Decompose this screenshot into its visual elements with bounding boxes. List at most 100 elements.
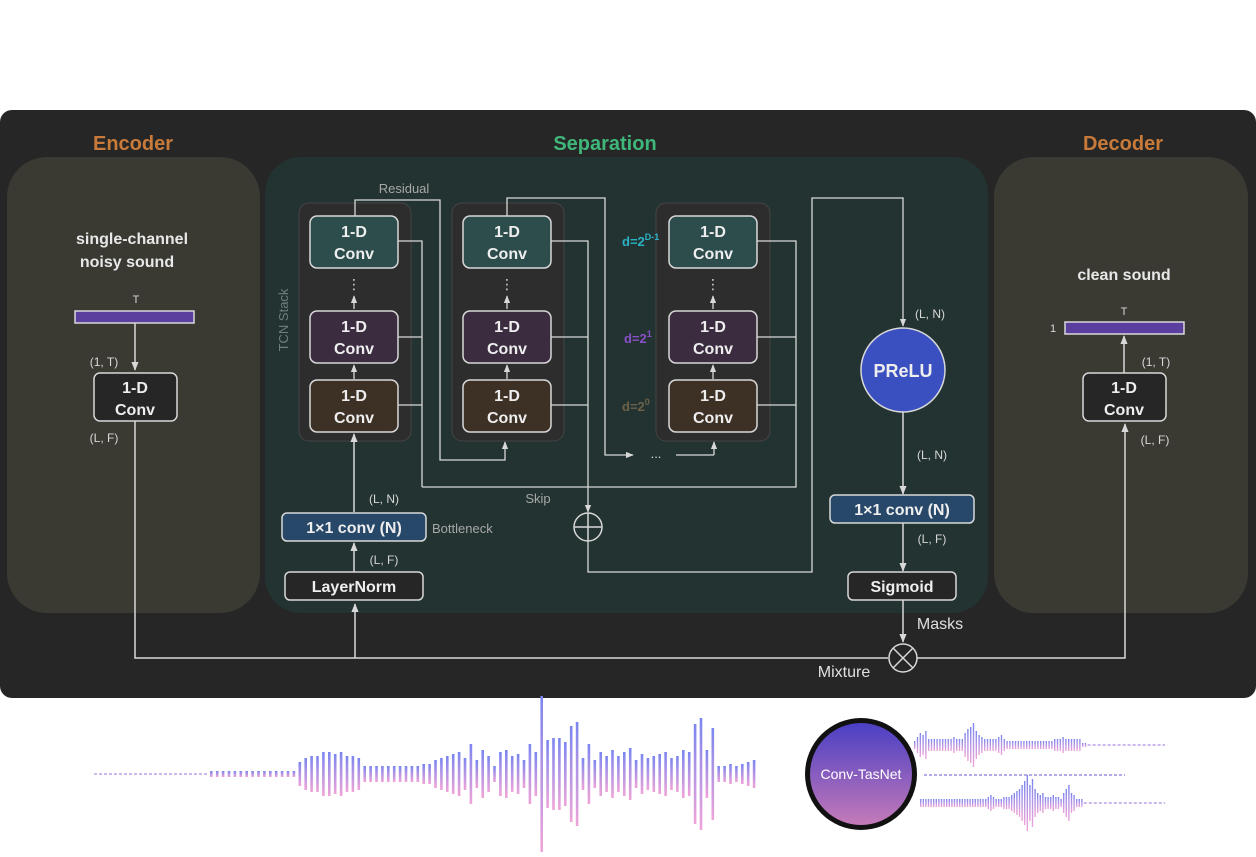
waveform-bar	[451, 754, 455, 794]
stackn-conv-mid-l2: Conv	[693, 341, 733, 358]
waveform-bar	[1034, 789, 1036, 817]
waveform-bar	[1076, 799, 1078, 807]
dilation-label-top: d=2D-1	[622, 232, 659, 249]
stackn-conv-top-l1: 1-D	[700, 224, 726, 241]
waveform-bar	[457, 752, 461, 796]
bottleneck-block	[281, 512, 427, 542]
waveform-bar	[746, 762, 750, 786]
waveform-bar	[946, 799, 948, 807]
bottleneck-block-label: 1×1 conv (N)	[306, 520, 402, 537]
waveform-bar	[1055, 797, 1057, 809]
stack1-conv-top-l1: 1-D	[341, 224, 367, 241]
waveform-bar	[928, 739, 930, 751]
waveform-bar	[1062, 737, 1064, 753]
waveform-bar	[1003, 797, 1005, 809]
waveform-bar	[392, 766, 396, 782]
waveform-bar	[947, 739, 949, 751]
waveform-bar	[1070, 739, 1073, 751]
output-conv-block	[829, 494, 975, 524]
stack1-conv-bot-l2: Conv	[334, 410, 374, 427]
waveform-bar	[717, 766, 720, 782]
waveform-bar	[1037, 793, 1039, 813]
waveform-bar	[1003, 739, 1005, 751]
waveform-bar	[1008, 797, 1010, 809]
skip-sum-to-prelu	[587, 197, 904, 573]
waveform-bar	[992, 797, 995, 809]
waveform-bar	[989, 739, 991, 751]
waveform-bar	[1042, 741, 1045, 749]
waveform-bar	[1021, 785, 1023, 821]
stack2-conv-top	[462, 215, 552, 269]
output-waveform-1	[914, 723, 1165, 767]
stack1-conv-bot-l1: 1-D	[341, 388, 367, 405]
stack2-conv-top-l2: Conv	[487, 246, 527, 263]
waveform-bar	[322, 752, 325, 796]
waveform-bar	[974, 799, 976, 807]
encoder-input-line2: noisy sound	[80, 254, 174, 271]
waveform-bar	[1084, 743, 1087, 747]
stackn-conv-mid-l1: 1-D	[700, 319, 726, 336]
waveform-bar	[930, 799, 932, 807]
waveform-bar	[995, 799, 997, 807]
waveform-bar	[930, 739, 933, 751]
stackn-conv-mid	[668, 310, 758, 364]
waveform-bar	[676, 756, 679, 792]
waveform-bar	[634, 760, 638, 788]
multiply-to-decoder-path	[917, 423, 1129, 659]
skip-line-na	[422, 240, 797, 488]
residual-path-2	[506, 197, 634, 459]
mixture-label: Mixture	[818, 664, 871, 681]
waveform-bar	[499, 752, 502, 796]
layernorm-block	[284, 571, 424, 601]
waveform-bar	[1042, 793, 1044, 813]
waveform-bar	[1063, 793, 1065, 813]
waveform-bar	[540, 696, 543, 852]
stackn-conv-top-l2: Conv	[693, 246, 733, 263]
shape-conv-out: (L, F)	[918, 532, 947, 546]
waveform-bar	[1017, 741, 1019, 749]
waveform-bar	[575, 722, 579, 826]
waveform-bar	[699, 718, 703, 830]
waveform-bar	[357, 758, 361, 790]
waveform-bar	[1012, 741, 1014, 749]
shape-layernorm: (L, F)	[370, 553, 399, 567]
waveform-bar	[328, 752, 331, 796]
waveform-bar	[1056, 739, 1059, 751]
dilation-top-exp: D-1	[645, 232, 660, 242]
waveform-bar	[711, 728, 715, 820]
decoder-output-label: clean sound	[1077, 267, 1170, 284]
waveform-bar	[1047, 797, 1049, 809]
waveform-bar	[953, 737, 955, 753]
waveform-bar	[735, 766, 738, 782]
waveform-bar	[292, 771, 296, 777]
encoder-t-label: T	[133, 294, 140, 306]
waveform-bar	[1039, 795, 1041, 811]
residual-label: Residual	[379, 181, 430, 196]
sigmoid-label: Sigmoid	[870, 579, 933, 596]
waveform-bar	[522, 760, 526, 788]
waveform-bar	[375, 766, 378, 782]
waveform-bar	[1034, 741, 1036, 749]
waveform-bar	[1028, 741, 1031, 749]
stackn-conv-bot-l1: 1-D	[700, 388, 726, 405]
stackn-conv-bot-l2: Conv	[693, 410, 733, 427]
encoder-input-signal	[74, 310, 195, 324]
waveform-bar	[723, 766, 726, 782]
waveform-bar	[493, 766, 496, 782]
stack1-conv-mid	[309, 310, 399, 364]
waveform-bar	[964, 799, 966, 807]
waveform-bar	[534, 752, 538, 796]
waveform-bar	[992, 739, 994, 751]
waveform-bar	[953, 799, 956, 807]
waveform-bar	[938, 799, 940, 807]
waveform-bar	[387, 766, 390, 782]
waveform-bar	[958, 739, 961, 751]
waveform-bar	[652, 756, 656, 792]
waveform-bar	[298, 762, 302, 786]
shape-bottleneck: (L, N)	[369, 492, 399, 506]
encoder-input-line1: single-channel	[76, 231, 188, 248]
mixture-path	[134, 421, 888, 659]
waveform-bar	[516, 754, 520, 794]
stack2-conv-top-l1: 1-D	[494, 224, 520, 241]
waveform-bar	[939, 739, 941, 751]
